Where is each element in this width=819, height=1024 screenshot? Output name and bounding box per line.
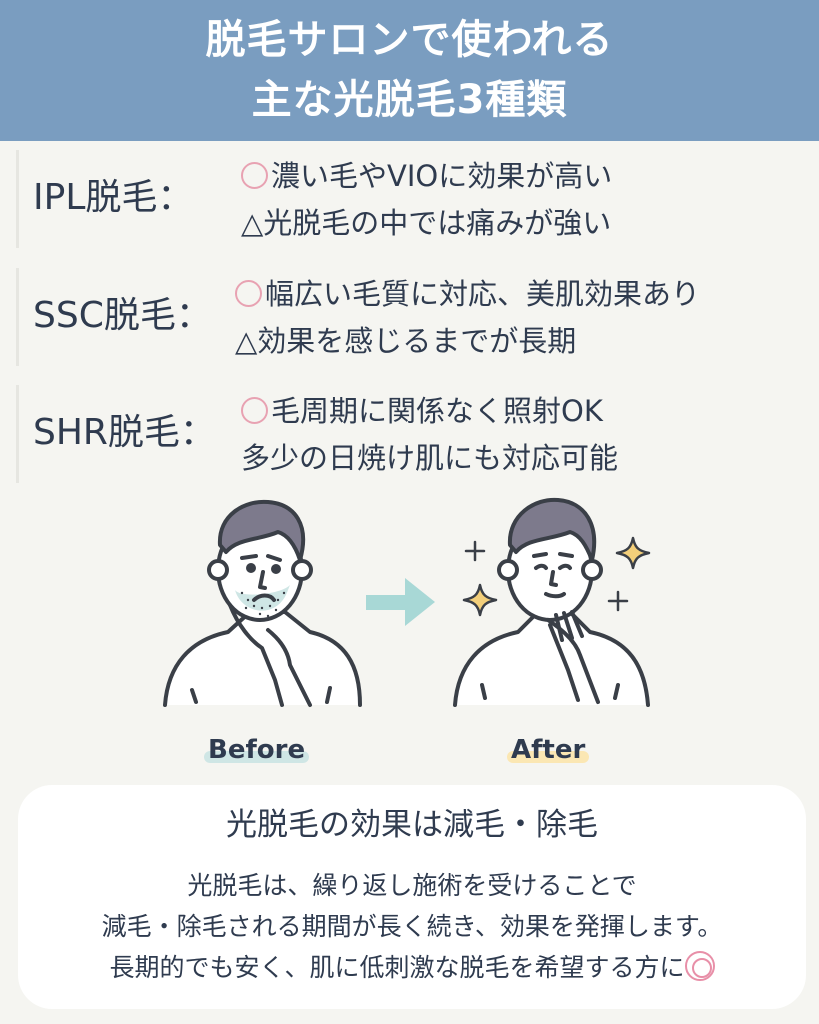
note-line: 多少の日焼け肌にも対応可能	[241, 441, 619, 475]
after-label: After	[507, 737, 590, 763]
summary-body: 光脱毛は、繰り返し施術を受けることで 減毛・除毛される期間が長く続き、効果を発揮…	[18, 865, 806, 988]
circle-mark-icon	[241, 162, 268, 189]
type-label: SHR脱毛：	[33, 412, 216, 453]
double-circle-icon	[684, 951, 715, 981]
header-title-line2: 主な光脱毛3種類	[251, 77, 568, 123]
after-man-icon	[453, 497, 650, 707]
arrow-right-icon	[366, 578, 435, 626]
circle-mark-icon	[241, 397, 268, 424]
con-line: △光脱毛の中では痛みが強い	[241, 206, 612, 240]
type-lines: 毛周期に関係なく照射OK 多少の日焼け肌にも対応可能	[241, 388, 618, 482]
type-row-ssc: SSC脱毛： 幅広い毛質に対応、美肌効果あり △効果を感じるまでが長期	[16, 268, 796, 366]
pro-line: 濃い毛やVIOに効果が高い	[241, 153, 612, 200]
type-lines: 濃い毛やVIOに効果が高い △光脱毛の中では痛みが強い	[241, 153, 612, 247]
before-label: Before	[204, 737, 310, 763]
summary-card: 光脱毛の効果は減毛・除毛 光脱毛は、繰り返し施術を受けることで 減毛・除毛される…	[18, 785, 806, 1009]
page-header: 脱毛サロンで使われる 主な光脱毛3種類	[0, 0, 819, 141]
pro-line: 毛周期に関係なく照射OK	[241, 388, 618, 435]
type-row-ipl: IPL脱毛： 濃い毛やVIOに効果が高い △光脱毛の中では痛みが強い	[16, 150, 796, 248]
summary-title: 光脱毛の効果は減毛・除毛	[226, 807, 598, 843]
type-label: IPL脱毛：	[33, 177, 194, 218]
circle-mark-icon	[235, 280, 262, 307]
pro-line: 幅広い毛質に対応、美肌効果あり	[235, 271, 700, 318]
type-row-shr: SHR脱毛： 毛周期に関係なく照射OK 多少の日焼け肌にも対応可能	[16, 385, 796, 483]
summary-line-3: 長期的でも安く、肌に低刺激な脱毛を希望する方に	[18, 947, 806, 988]
summary-line-1: 光脱毛は、繰り返し施術を受けることで	[187, 871, 637, 900]
stubble-dots	[240, 591, 286, 618]
sparkle-icons	[462, 536, 651, 617]
type-lines: 幅広い毛質に対応、美肌効果あり △効果を感じるまでが長期	[235, 271, 700, 365]
before-after-illustration	[163, 497, 651, 707]
before-man-icon	[163, 499, 362, 707]
header-title-line1: 脱毛サロンで使われる	[205, 17, 614, 63]
con-line: △効果を感じるまでが長期	[235, 324, 577, 358]
summary-line-2: 減毛・除毛される期間が長く続き、効果を発揮します。	[101, 912, 723, 941]
type-label: SSC脱毛：	[33, 295, 212, 336]
